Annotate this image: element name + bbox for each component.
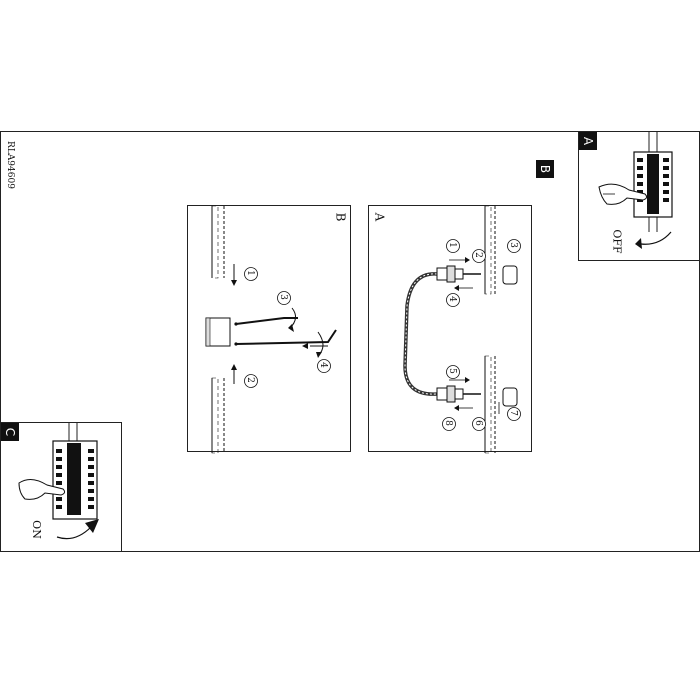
upper-lamp-strip <box>484 205 496 295</box>
off-label: OFF <box>610 229 624 254</box>
panel-c-tag: C <box>1 423 19 441</box>
step-1-label: 1 <box>244 270 255 276</box>
step-4-label: 4 <box>317 362 328 368</box>
step-3-label: 3 <box>277 294 288 300</box>
step-a-7-label: 7 <box>507 410 518 416</box>
step-a-3-label: 3 <box>507 242 518 248</box>
document-code: RLA94609 <box>4 141 15 189</box>
diagram-b-step-markers <box>244 267 331 388</box>
diagram-a-drawing <box>403 205 518 454</box>
panel-c-switch-on: C ON <box>0 422 122 552</box>
diagram-a-step-markers <box>442 239 521 431</box>
step-a-2-label: 2 <box>472 252 483 258</box>
step-a-4-label: 4 <box>446 296 457 302</box>
lower-lamp-strip <box>484 355 496 454</box>
step-4-marker <box>317 359 331 373</box>
on-label: ON <box>29 520 43 539</box>
step-a-1-label: 1 <box>446 242 457 248</box>
lower-connector <box>436 385 481 403</box>
panel-a-tag: A <box>579 132 597 150</box>
step-a-6-label: 6 <box>472 420 483 426</box>
step-a-5-label: 5 <box>446 368 457 374</box>
step-2-label: 2 <box>244 377 255 383</box>
step-2-marker <box>244 374 258 388</box>
step-3-marker <box>277 291 291 305</box>
panel-a-switch-off: A OFF <box>578 131 700 261</box>
breaker-box-off-illustration <box>598 132 673 249</box>
upper-connector <box>436 265 481 283</box>
diagram-a-cable-assembly: A <box>368 205 532 454</box>
diagram-b-mounting: B <box>187 205 351 454</box>
step-a-8-label: 8 <box>442 420 453 426</box>
upper-end-cap <box>502 265 518 285</box>
lower-end-cap <box>502 387 518 407</box>
upper-mounting-strip <box>211 205 225 279</box>
diagram-b-drawing <box>205 205 337 454</box>
section-b-tag: B <box>536 160 554 178</box>
step-1-marker <box>244 267 258 281</box>
breaker-box-on-illustration <box>18 423 99 540</box>
lower-mounting-strip <box>211 377 225 454</box>
